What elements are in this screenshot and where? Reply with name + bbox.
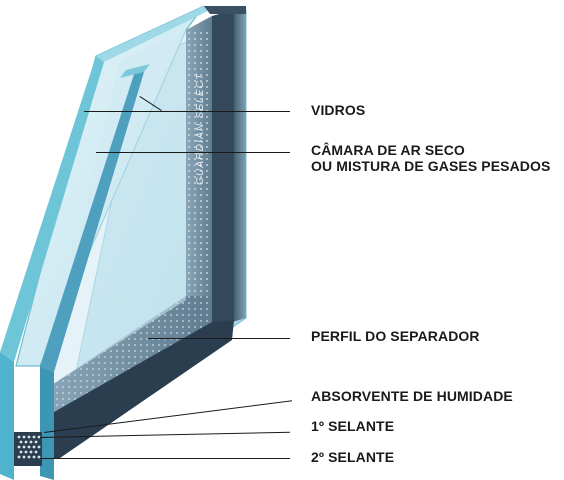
brand-mark: GUARDIAN SELECT <box>195 73 206 185</box>
label-vidros: VIDROS <box>311 102 366 118</box>
label-absorvente: ABSORVENTE DE HUMIDADE <box>311 388 513 404</box>
sealant-right <box>212 10 234 330</box>
back-glass-edge <box>232 10 246 322</box>
sealant-bottom <box>40 320 234 458</box>
label-selante1: 1º SELANTE <box>311 418 395 434</box>
front-glass-top-edge <box>96 6 210 62</box>
label-perfil: PERFIL DO SEPARADOR <box>311 328 480 344</box>
front-glass-left-edge <box>0 56 104 362</box>
leader-perfil <box>148 338 290 339</box>
label-camara-line1: CÂMARA DE AR SECO <box>311 142 465 158</box>
front-glass-bottom-edge <box>0 352 14 480</box>
leader-selante2 <box>40 458 290 459</box>
label-camara-line2: OU MISTURA DE GASES PESADOS <box>311 158 551 174</box>
leader-camara <box>96 152 290 153</box>
leader-vidros <box>84 111 290 112</box>
label-selante2: 2º SELANTE <box>311 449 395 465</box>
inner-glass-left-edge <box>40 68 144 372</box>
